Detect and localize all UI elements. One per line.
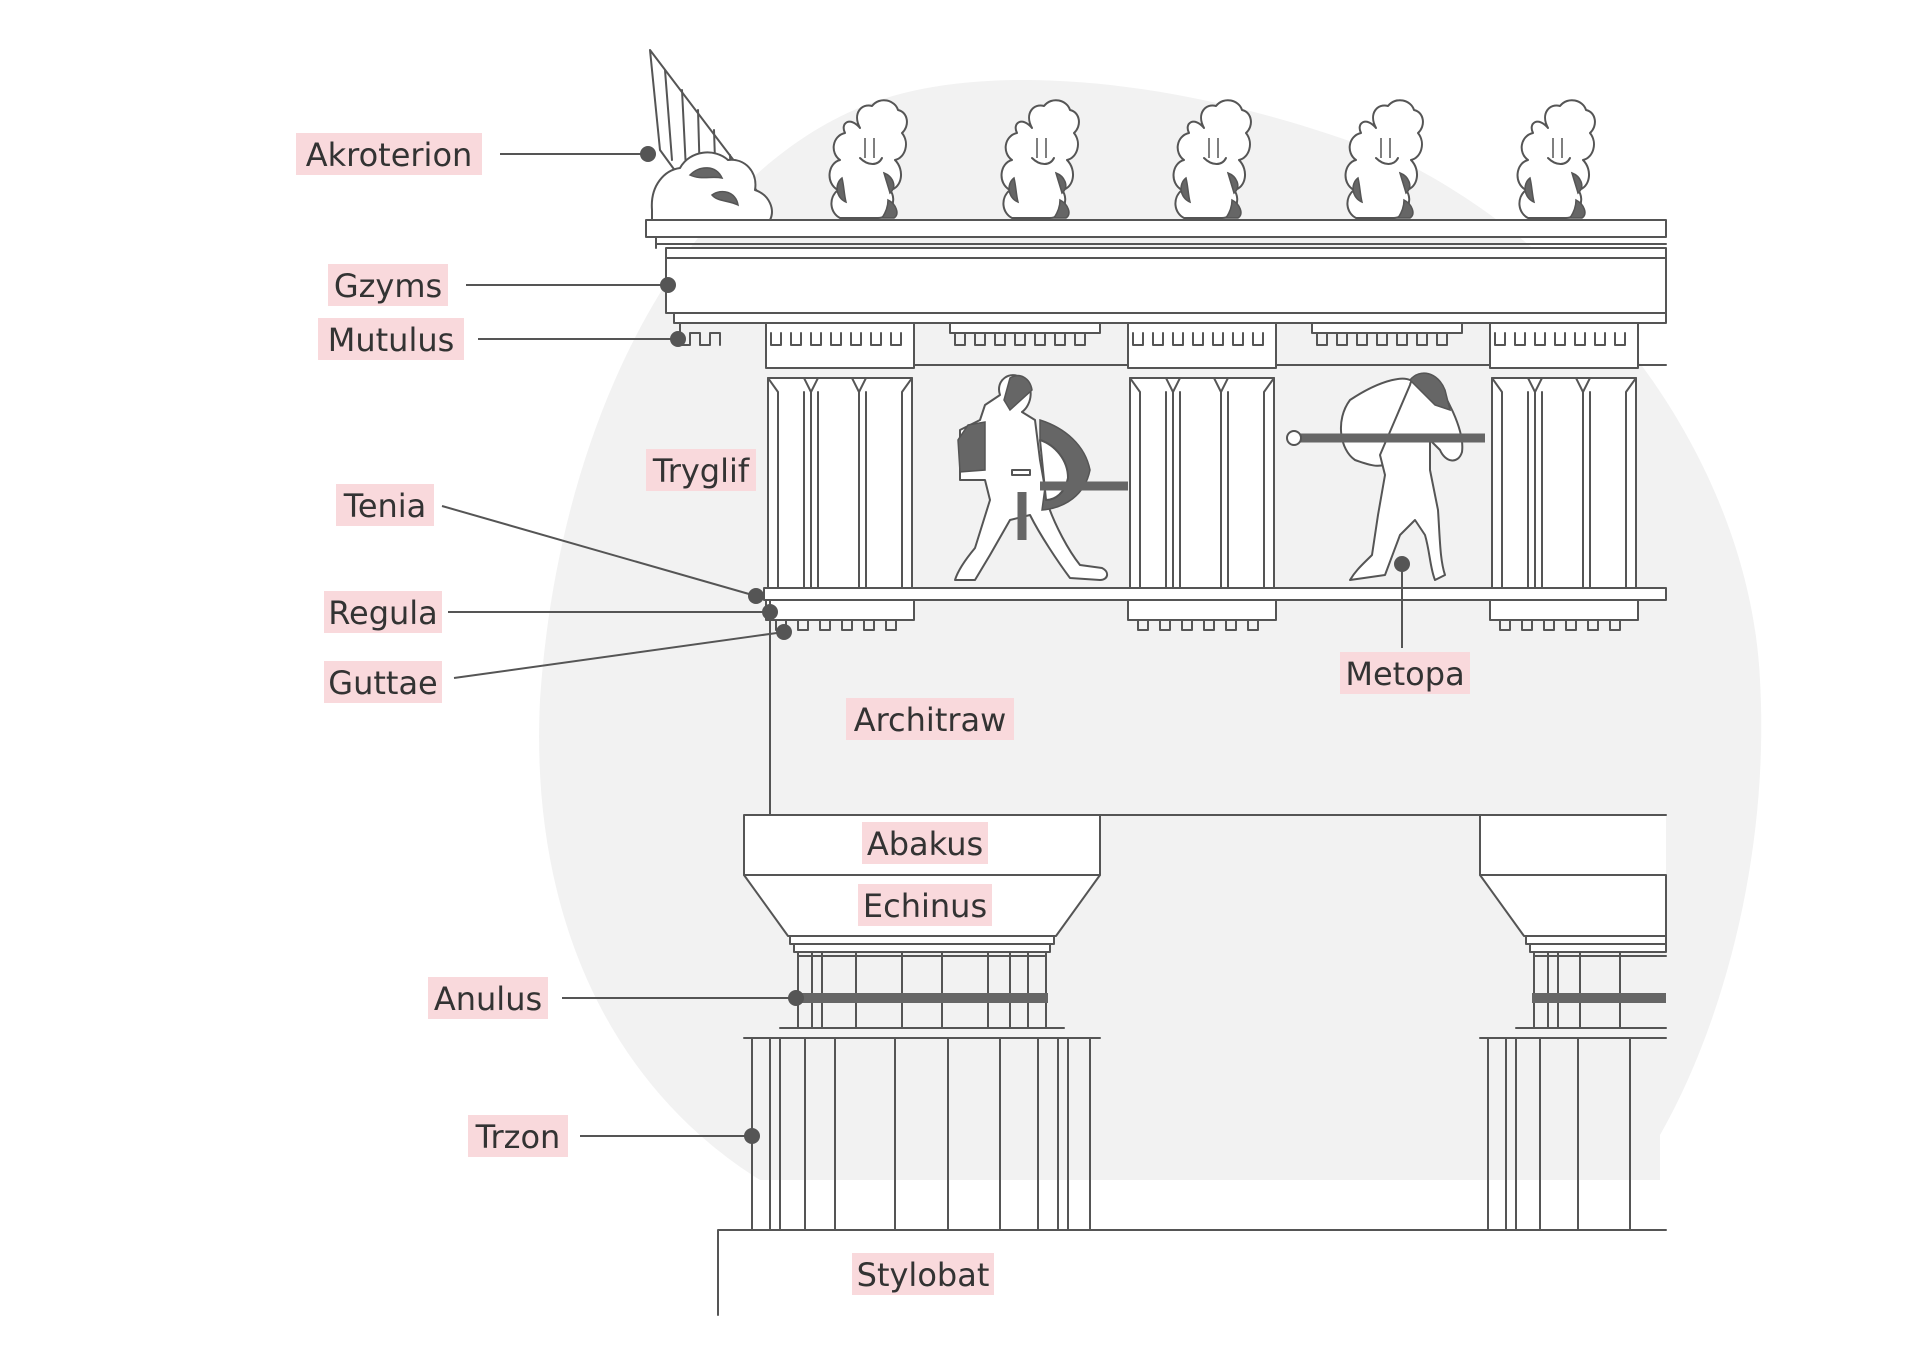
cornice	[645, 219, 1667, 324]
label-echinus: Echinus	[858, 884, 992, 926]
akroterion-ornament	[649, 49, 777, 231]
svg-text:Tryglif: Tryglif	[652, 452, 750, 490]
label-architraw: Architraw	[846, 698, 1014, 740]
svg-text:Architraw: Architraw	[854, 701, 1007, 739]
label-metopa: Metopa	[1340, 652, 1470, 694]
label-regula: Regula	[324, 591, 442, 633]
metope-warrior-left	[954, 374, 1128, 581]
svg-text:Guttae: Guttae	[328, 664, 437, 702]
svg-text:Stylobat: Stylobat	[857, 1256, 990, 1294]
leader-lines	[441, 146, 1410, 1144]
svg-text:Trzon: Trzon	[475, 1118, 561, 1156]
label-trzon: Trzon	[468, 1115, 568, 1157]
label-akroterion: Akroterion	[296, 133, 482, 175]
metope-warrior-right	[1286, 372, 1485, 581]
svg-text:Akroterion: Akroterion	[306, 136, 473, 174]
label-tryglif: Tryglif	[646, 449, 756, 491]
svg-text:Mutulus: Mutulus	[328, 321, 455, 359]
mutules	[679, 322, 1463, 346]
stylobate	[717, 1229, 1667, 1316]
svg-text:Regula: Regula	[328, 594, 438, 632]
label-gzyms: Gzyms	[328, 264, 448, 306]
svg-text:Gzyms: Gzyms	[334, 267, 442, 305]
svg-text:Anulus: Anulus	[434, 980, 542, 1018]
label-anulus: Anulus	[428, 977, 548, 1019]
frieze	[765, 322, 1667, 589]
label-stylobat: Stylobat	[852, 1253, 994, 1295]
column-shaft-right	[1479, 1037, 1667, 1231]
svg-text:Abakus: Abakus	[867, 825, 983, 863]
roof-statues	[828, 99, 1596, 219]
label-abakus: Abakus	[862, 822, 988, 864]
svg-text:Echinus: Echinus	[863, 887, 987, 925]
svg-text:Tenia: Tenia	[343, 487, 427, 525]
column-capital-right	[1479, 814, 1667, 1029]
label-mutulus: Mutulus	[318, 318, 464, 360]
svg-text:Metopa: Metopa	[1345, 655, 1464, 693]
label-tenia: Tenia	[336, 484, 434, 526]
label-guttae: Guttae	[324, 661, 442, 703]
taenia	[763, 587, 1667, 601]
